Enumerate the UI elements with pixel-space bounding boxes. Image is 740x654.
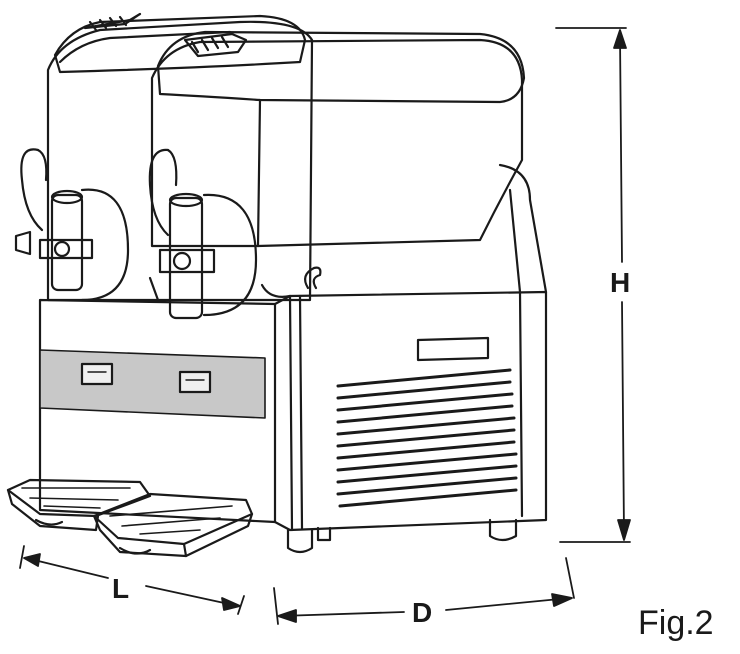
depth-label: D (412, 597, 432, 628)
left-drip-tray (6, 478, 152, 532)
depth-dimension (273, 557, 575, 625)
figure-caption: Fig.2 (638, 604, 714, 642)
length-label: L (112, 573, 129, 604)
left-bowl (46, 20, 314, 302)
length-dimension (19, 545, 245, 615)
machine-base (38, 163, 548, 532)
right-drip-tray (92, 492, 254, 558)
ventilation-grille (336, 368, 518, 508)
left-dispensing-tap (14, 148, 130, 302)
machine-feet (286, 518, 518, 554)
height-label: H (610, 267, 630, 298)
right-bowl (150, 38, 524, 248)
left-lid (53, 12, 307, 74)
height-dimension (555, 27, 631, 543)
right-lid (156, 30, 526, 248)
right-dispensing-tap (148, 148, 258, 320)
control-panel (39, 349, 266, 419)
